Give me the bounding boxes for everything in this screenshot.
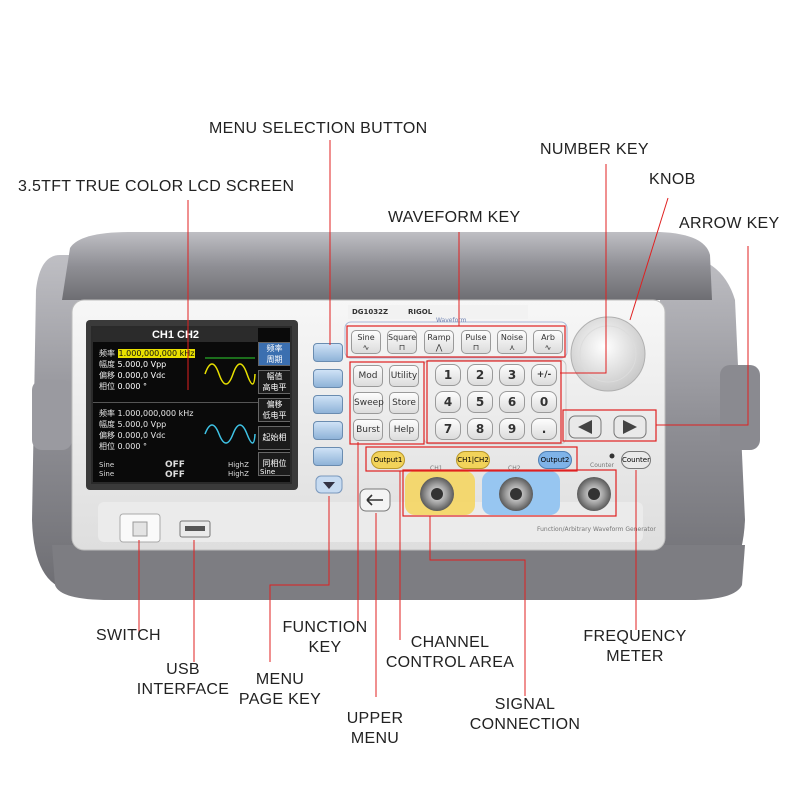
number-key-6[interactable]: 6 xyxy=(499,391,525,413)
channel-select-button[interactable]: CH1|CH2 xyxy=(456,451,490,469)
menu-selection-button-5[interactable] xyxy=(313,447,343,466)
burst-key[interactable]: Burst xyxy=(353,419,383,441)
pulse-key[interactable]: Pulse⊓ xyxy=(461,330,491,354)
softkey-frequency[interactable]: 频率周期 xyxy=(258,342,290,366)
number-key-3[interactable]: 3 xyxy=(499,364,525,386)
screen-row: 幅度 5.000,0 Vpp xyxy=(99,360,167,369)
menu-selection-button-4[interactable] xyxy=(313,421,343,440)
mod-key[interactable]: Mod xyxy=(353,365,383,387)
plus-minus-key[interactable]: +/- xyxy=(531,364,557,386)
number-key-8[interactable]: 8 xyxy=(467,418,493,440)
footer-wave-ch1: Sine xyxy=(99,461,115,469)
footer-menu: Sine xyxy=(260,468,276,476)
callout-lcd-screen: 3.5TFT TRUE COLOR LCD SCREEN xyxy=(18,178,295,195)
footer-load-ch1: HighZ xyxy=(228,461,249,469)
output2-button[interactable]: Output2 xyxy=(538,451,572,469)
softkey-amplitude[interactable]: 幅值高电平 xyxy=(258,370,290,394)
ramp-key[interactable]: Ramp⋀ xyxy=(424,330,454,354)
number-key-0[interactable]: 0 xyxy=(531,391,557,413)
softkey-align-phase[interactable]: 同相位 xyxy=(258,452,290,476)
arb-key[interactable]: Arb∿ xyxy=(533,330,563,354)
callout-menu-selection-button: MENU SELECTION BUTTON xyxy=(209,120,428,137)
store-key[interactable]: Store xyxy=(389,392,419,414)
footer-wave-ch2: Sine xyxy=(99,470,115,478)
footer-load-ch2: HighZ xyxy=(228,470,249,478)
screen-row: 频率 1.000,000,000 kHz xyxy=(99,409,194,418)
decimal-point-key[interactable]: . xyxy=(531,418,557,440)
bottom-model-label: Function/Arbitrary Waveform Generator xyxy=(537,526,656,533)
callout-arrow-key: ARROW KEY xyxy=(679,215,780,232)
screen-row: 频率 1.000,000,000 kHz xyxy=(99,349,196,358)
screen-row: 偏移 0.000,0 Vdc xyxy=(99,371,166,380)
counter-label: Counter xyxy=(590,462,614,469)
menu-selection-button-3[interactable] xyxy=(313,395,343,414)
lcd-screen: CH1 CH2 频率 1.000,000,000 kHz 幅度 5.000,0 … xyxy=(91,326,292,484)
callout-knob: KNOB xyxy=(649,171,696,188)
screen-row: 相位 0.000 ° xyxy=(99,382,147,391)
footer-output-ch1: OFF xyxy=(165,460,185,470)
noise-key[interactable]: Noise⋏ xyxy=(497,330,527,354)
callout-number-key: NUMBER KEY xyxy=(540,141,649,158)
sweep-key[interactable]: Sweep xyxy=(353,392,384,414)
number-key-2[interactable]: 2 xyxy=(467,364,493,386)
number-key-9[interactable]: 9 xyxy=(499,418,525,440)
ch1-sine-wave xyxy=(204,357,256,385)
waveform-panel-label: Waveform xyxy=(436,317,467,324)
counter-button[interactable]: Counter xyxy=(621,451,651,469)
right-bumper xyxy=(660,254,745,592)
ch2-sine-wave xyxy=(204,424,256,444)
sine-key[interactable]: Sine∿ xyxy=(351,330,381,354)
help-key[interactable]: Help xyxy=(389,419,419,441)
number-key-5[interactable]: 5 xyxy=(467,391,493,413)
callout-waveform-key: WAVEFORM KEY xyxy=(388,209,521,226)
number-key-1[interactable]: 1 xyxy=(435,364,461,386)
footer-output-ch2: OFF xyxy=(165,470,185,480)
number-key-7[interactable]: 7 xyxy=(435,418,461,440)
callout-switch: SWITCH xyxy=(96,627,161,644)
softkey-offset[interactable]: 偏移低电平 xyxy=(258,398,290,422)
screen-row: 幅度 5.000,0 Vpp xyxy=(99,420,167,429)
number-key-4[interactable]: 4 xyxy=(435,391,461,413)
menu-selection-button-1[interactable] xyxy=(313,343,343,362)
menu-selection-button-2[interactable] xyxy=(313,369,343,388)
utility-key[interactable]: Utility xyxy=(389,365,419,387)
square-key[interactable]: Square⊓ xyxy=(387,330,417,354)
brand-label: RIGOL xyxy=(408,308,433,316)
ch2-label: CH2 xyxy=(508,465,521,472)
output1-button[interactable]: Output1 xyxy=(371,451,405,469)
screen-header: CH1 CH2 xyxy=(93,328,258,342)
screen-row: 偏移 0.000,0 Vdc xyxy=(99,431,166,440)
screen-row: 相位 0.000 ° xyxy=(99,442,147,451)
ch1-label: CH1 xyxy=(430,465,443,472)
model-label: DG1032Z xyxy=(352,308,389,316)
